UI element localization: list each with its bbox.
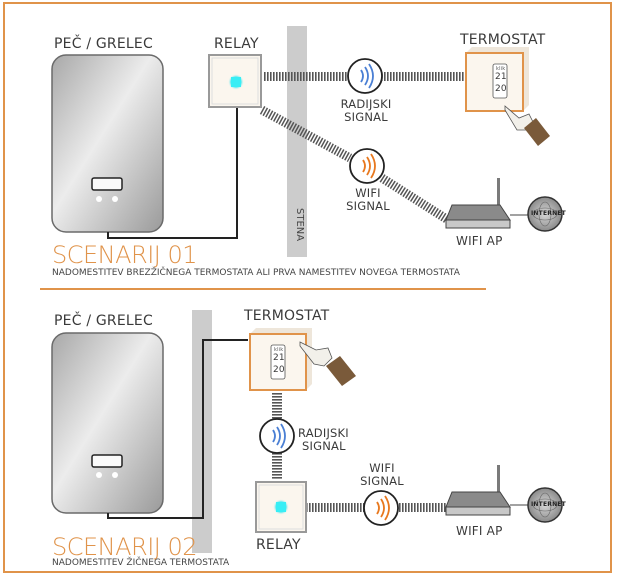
hand-icon xyxy=(504,105,550,146)
scenario-02-title: SCENARIJ 02 xyxy=(52,533,198,561)
wifi-link xyxy=(398,503,446,512)
thermostat-upper-temp: 21 xyxy=(495,72,507,82)
wifi-signal-icon xyxy=(363,490,399,526)
boiler-2 xyxy=(51,332,164,514)
wifi-ap-label: WIFI AP xyxy=(456,524,503,538)
internet-label: INTERNET xyxy=(531,501,566,508)
boiler-display xyxy=(91,177,123,191)
wifi-link xyxy=(259,106,451,224)
hand-icon xyxy=(299,341,356,386)
thermostat-label: TERMOSTAT xyxy=(244,308,330,324)
radio-signal-label: RADIJSKI SIGNAL xyxy=(333,98,399,124)
radio-signal-label-line: SIGNAL xyxy=(344,110,388,124)
boiler-1 xyxy=(51,54,164,233)
wifi-signal-icon xyxy=(349,148,385,184)
radio-link xyxy=(263,72,348,81)
wifi-signal-label-line: WIFI xyxy=(369,461,395,475)
thermostat-click-text: klik xyxy=(496,66,506,72)
internet-globe-icon xyxy=(527,487,563,523)
boiler-label: PEČ / GRELEC xyxy=(54,313,153,329)
wifi-signal-label-line: SIGNAL xyxy=(346,199,390,213)
relay-2 xyxy=(255,481,307,533)
thermostat-label: TERMOSTAT xyxy=(460,32,546,48)
boiler-knob xyxy=(96,196,102,202)
scenario-01-title: SCENARIJ 01 xyxy=(52,241,198,269)
wire xyxy=(107,339,248,519)
wifi-signal-label: WIFI SIGNAL xyxy=(349,462,415,488)
boiler-display xyxy=(91,454,123,468)
scenario-01-subtitle: NADOMESTITEV BREZŽIČNEGA TERMOSTATA ALI … xyxy=(52,268,460,278)
thermostat-upper-temp: 21 xyxy=(273,353,285,363)
relay-1 xyxy=(208,54,262,108)
thermostat-1 xyxy=(465,47,529,112)
boiler-knob xyxy=(112,472,118,478)
wifi-ap-label: WIFI AP xyxy=(456,234,503,248)
thermostat-click-text: klik xyxy=(274,347,284,353)
thermostat-lower-temp: 20 xyxy=(495,84,507,94)
wifi-link xyxy=(307,503,365,512)
radio-signal-label-line: RADIJSKI xyxy=(298,426,349,440)
radio-signal-label-line: RADIJSKI xyxy=(340,97,392,111)
scenario-02-subtitle: NADOMESTITEV ŽIČNEGA TERMOSTATA xyxy=(52,558,230,568)
radio-link xyxy=(382,72,466,81)
wire xyxy=(107,108,238,239)
wifi-ap-2 xyxy=(445,465,529,516)
wall xyxy=(287,26,307,257)
wifi-signal-label: WIFI SIGNAL xyxy=(335,187,401,213)
radio-signal-label-line: SIGNAL xyxy=(302,439,346,453)
wall-label: STENA xyxy=(294,208,305,242)
internet-globe-icon xyxy=(527,196,563,232)
boiler-label: PEČ / GRELEC xyxy=(54,36,153,52)
wifi-signal-label-line: SIGNAL xyxy=(360,474,404,488)
boiler-knob xyxy=(96,472,102,478)
radio-link xyxy=(272,453,282,480)
relay-label: RELAY xyxy=(214,36,259,52)
boiler-knob xyxy=(112,196,118,202)
internet-label: INTERNET xyxy=(531,210,566,217)
radio-signal-icon xyxy=(347,58,383,94)
diagram-frame xyxy=(3,2,612,573)
radio-signal-label: RADIJSKI SIGNAL xyxy=(298,427,350,453)
wifi-ap-1 xyxy=(445,178,529,229)
thermostat-2 xyxy=(249,328,312,391)
thermostat-lower-temp: 20 xyxy=(273,365,285,375)
radio-link xyxy=(272,392,282,419)
relay-label: RELAY xyxy=(256,537,301,553)
wifi-signal-label-line: WIFI xyxy=(355,186,381,200)
radio-signal-icon xyxy=(259,418,295,454)
